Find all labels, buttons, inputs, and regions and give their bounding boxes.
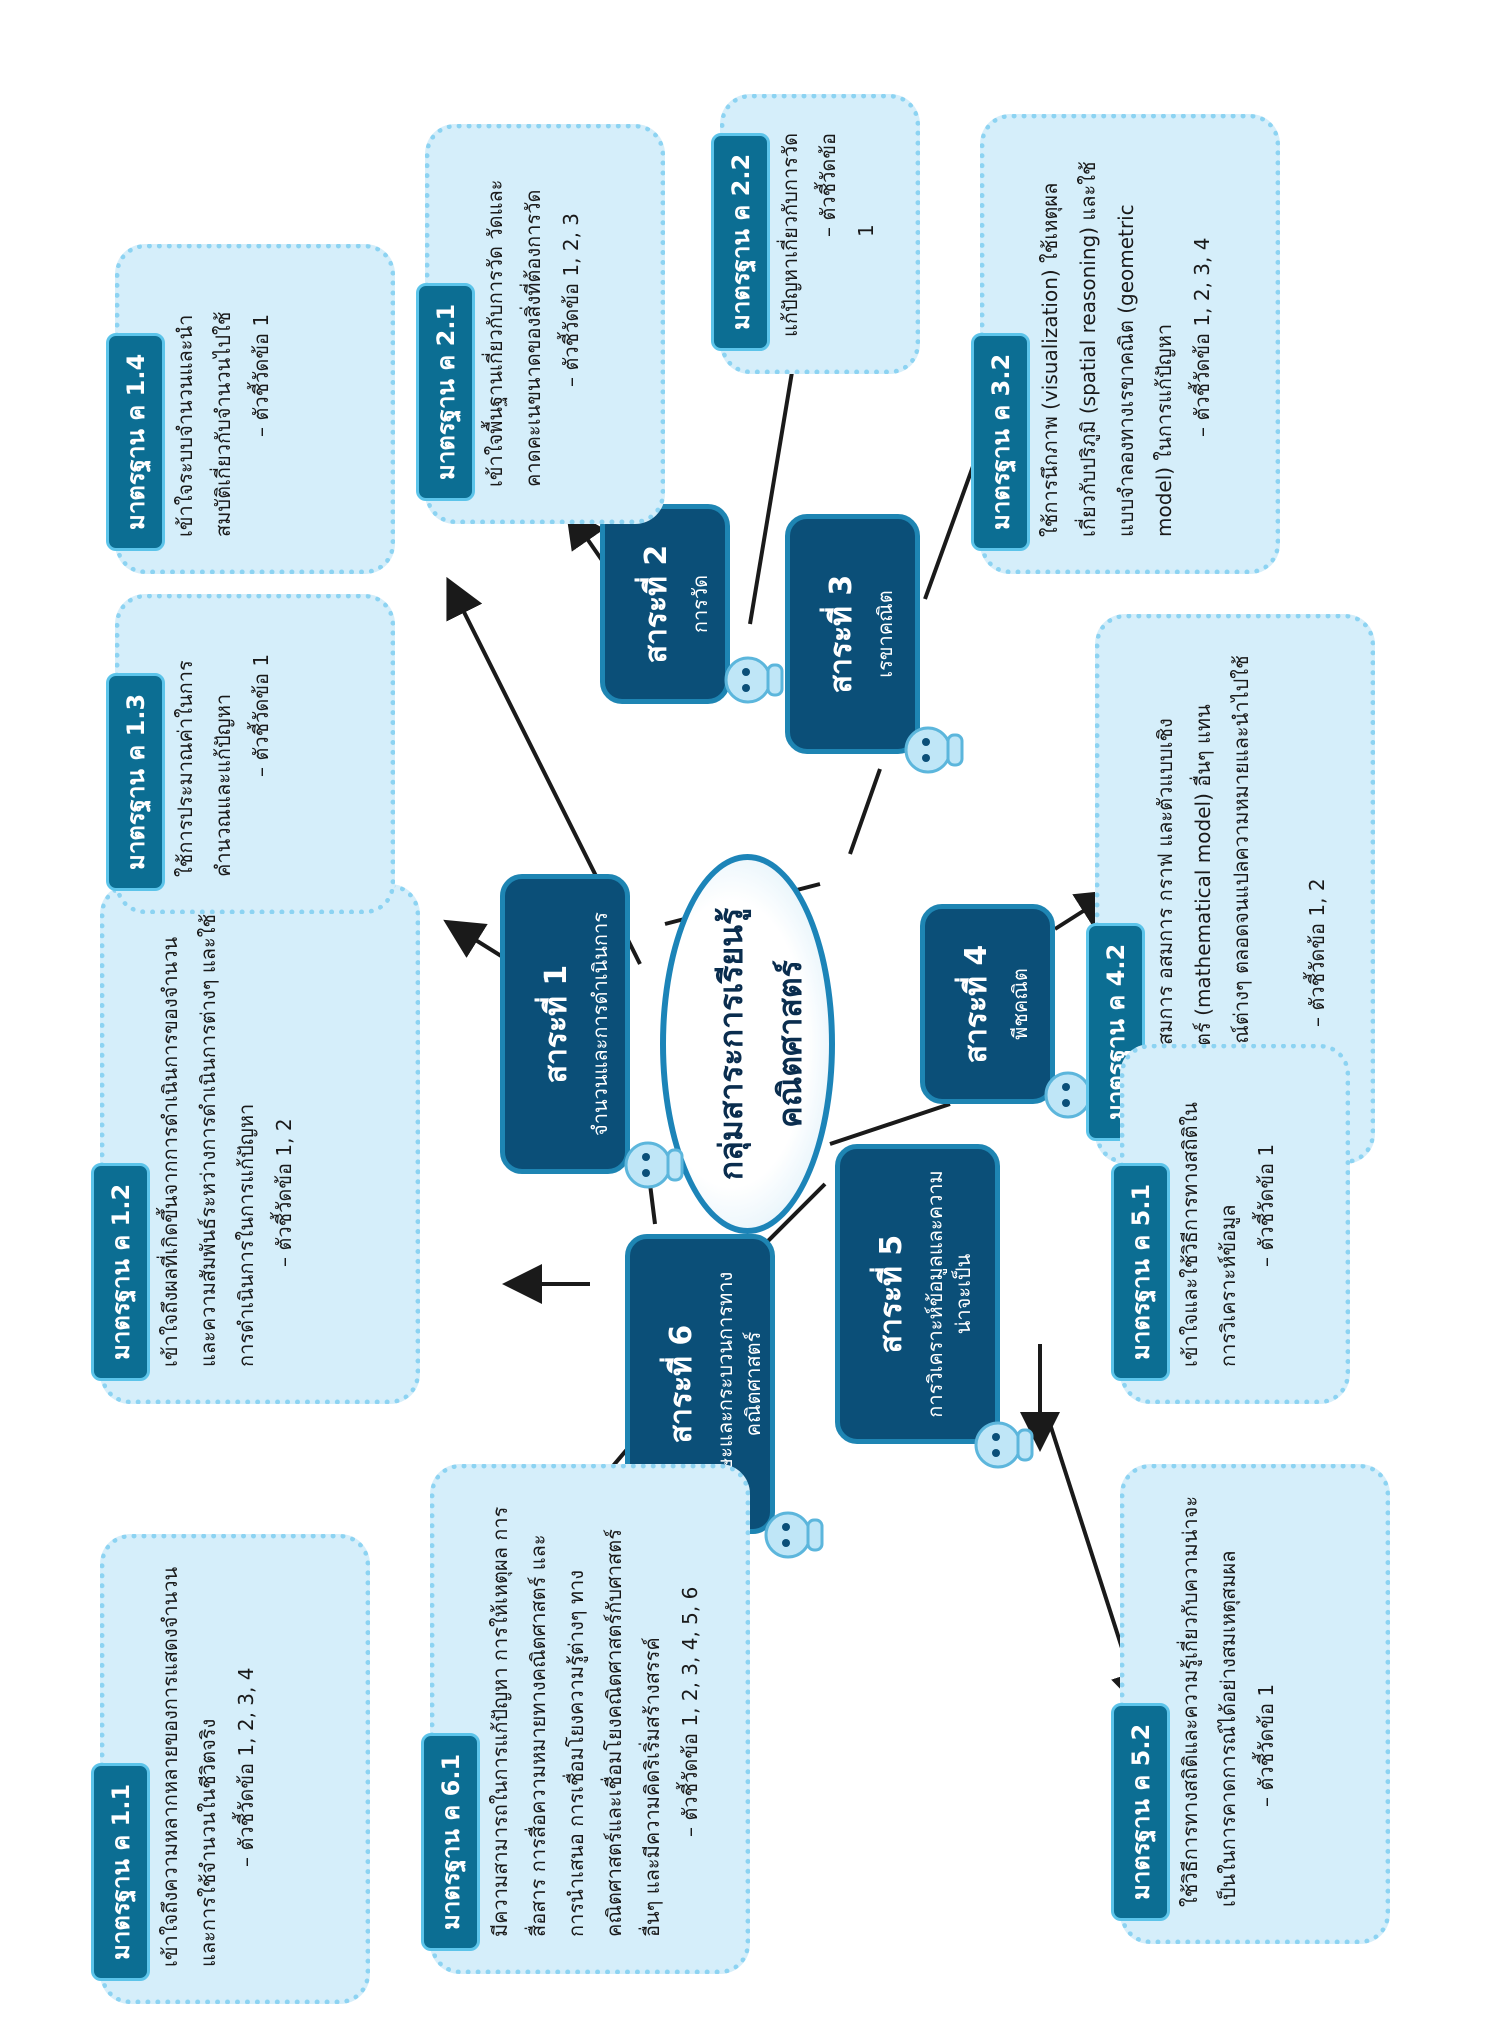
standard-box-2-1: มาตรฐาน ค 2.1 เข้าใจพื้นฐานเกี่ยวกับการว… bbox=[416, 124, 665, 524]
standard-tag: มาตรฐาน ค 1.4 bbox=[106, 332, 165, 551]
central-topic: กลุ่มสาระการเรียนรู้ คณิตศาสตร์ bbox=[660, 854, 835, 1234]
standard-tag: มาตรฐาน ค 1.2 bbox=[91, 1162, 150, 1381]
strand-1: สาระที่ 1 จำนวนและการดำเนินการ bbox=[500, 874, 630, 1174]
strand-5: สาระที่ 5 การวิเคราะห์ข้อมูลและความน่าจะ… bbox=[835, 1144, 1000, 1444]
standard-box-6-1: มาตรฐาน ค 6.1 มีความสามารถในการแก้ปัญหา … bbox=[421, 1464, 750, 1974]
standard-indicator: – ตัวชี้วัดข้อ 1 bbox=[816, 132, 878, 237]
standard-indicator: – ตัวชี้วัดข้อ 1, 2 bbox=[272, 1118, 296, 1267]
standard-box-1-4: มาตรฐาน ค 1.4 เข้าใจระบบจำนวนและนำสมบัติ… bbox=[106, 244, 395, 574]
standard-text: แก้ปัญหาเกี่ยวกับการวัด bbox=[778, 132, 802, 337]
standard-box-1-3: มาตรฐาน ค 1.3 ใช้การประมาณค่าในการคำนวณแ… bbox=[106, 594, 395, 914]
strand-1-name: จำนวนและการดำเนินการ bbox=[588, 912, 612, 1136]
standard-box-2-2: มาตรฐาน ค 2.2 แก้ปัญหาเกี่ยวกับการวัด – … bbox=[711, 94, 920, 374]
standard-box-1-2: มาตรฐาน ค 1.2 เข้าใจถึงผลที่เกิดขึ้นจากก… bbox=[91, 884, 420, 1404]
mascot-icon bbox=[974, 1421, 1034, 1469]
standard-text: ใช้วิธีการทางสถิติและความรู้เกี่ยวกับควา… bbox=[1178, 1495, 1240, 1907]
strand-1-title: สาระที่ 1 bbox=[539, 964, 574, 1084]
standard-tag: มาตรฐาน ค 1.3 bbox=[106, 672, 165, 891]
strand-3-title: สาระที่ 3 bbox=[824, 574, 859, 694]
standard-tag: มาตรฐาน ค 2.1 bbox=[416, 282, 475, 501]
standard-tag: มาตรฐาน ค 5.2 bbox=[1111, 1702, 1170, 1921]
mascot-icon bbox=[904, 726, 964, 774]
standard-box-1-1: มาตรฐาน ค 1.1 เข้าใจถึงความหลากหลายของกา… bbox=[91, 1534, 370, 2004]
standard-text: เข้าใจและใช้วิธีการทางสถิติในการวิเคราะห… bbox=[1178, 1102, 1240, 1367]
standard-tag: มาตรฐาน ค 1.1 bbox=[91, 1762, 150, 1981]
mascot-icon bbox=[624, 1141, 684, 1189]
standard-tag: มาตรฐาน ค 2.2 bbox=[711, 132, 770, 351]
standard-indicator: – ตัวชี้วัดข้อ 1 bbox=[1254, 1143, 1278, 1267]
strand-5-name: การวิเคราะห์ข้อมูลและความน่าจะเป็น bbox=[923, 1170, 975, 1418]
strand-4-title: สาระที่ 4 bbox=[959, 944, 994, 1064]
arrow-to-std-2-2 bbox=[748, 316, 815, 625]
standard-indicator: – ตัวชี้วัดข้อ 1, 2, 3, 4 bbox=[1190, 237, 1214, 437]
standard-indicator: – ตัวชี้วัดข้อ 1, 2, 3, 4 bbox=[234, 1667, 258, 1867]
strand-2: สาระที่ 2 การวัด bbox=[600, 504, 730, 704]
strand-2-title: สาระที่ 2 bbox=[639, 544, 674, 664]
standard-text: เข้าใจถึงความหลากหลายของการแสดงจำนวนและก… bbox=[158, 1566, 220, 1967]
standard-box-5-1: มาตรฐาน ค 5.1 เข้าใจและใช้วิธีการทางสถิต… bbox=[1111, 1044, 1350, 1404]
connector-center-strand1 bbox=[648, 1183, 657, 1225]
connector-center-strand4 bbox=[848, 768, 882, 855]
standard-tag: มาตรฐาน ค 6.1 bbox=[421, 1732, 480, 1951]
standard-indicator: – ตัวชี้วัดข้อ 1 bbox=[1254, 1683, 1278, 1807]
standard-tag: มาตรฐาน ค 3.2 bbox=[971, 332, 1030, 551]
mascot-icon bbox=[764, 1511, 824, 1559]
standard-text: ใช้การนึกภาพ (visualization) ใช้เหตุผลเก… bbox=[1038, 161, 1176, 537]
strand-3-name: เรขาคณิต bbox=[873, 590, 897, 678]
central-topic-line2: คณิตศาสตร์ bbox=[771, 960, 809, 1128]
standard-indicator: – ตัวชี้วัดข้อ 1, 2, 3, 4, 5, 6 bbox=[678, 1586, 702, 1837]
standard-box-3-2: มาตรฐาน ค 3.2 ใช้การนึกภาพ (visualizatio… bbox=[971, 114, 1280, 574]
standard-text: ใช้การประมาณค่าในการคำนวณและแก้ปัญหา bbox=[173, 660, 235, 877]
strand-4: สาระที่ 4 พีชคณิต bbox=[920, 904, 1055, 1104]
standard-indicator: – ตัวชี้วัดข้อ 1 bbox=[249, 313, 273, 437]
standard-text: เข้าใจระบบจำนวนและนำสมบัติเกี่ยวกับจำนวน… bbox=[173, 311, 235, 537]
strand-4-name: พีชคณิต bbox=[1008, 968, 1032, 1040]
standard-indicator: – ตัวชี้วัดข้อ 1, 2, 3 bbox=[559, 212, 583, 387]
standard-box-5-2: มาตรฐาน ค 5.2 ใช้วิธีการทางสถิติและความร… bbox=[1111, 1464, 1390, 1944]
standard-indicator: – ตัวชี้วัดข้อ 1 bbox=[249, 653, 273, 777]
standard-text: เข้าใจพื้นฐานเกี่ยวกับการวัด วัดและคาดคะ… bbox=[483, 179, 545, 487]
mascot-icon bbox=[724, 656, 784, 704]
strand-5-title: สาระที่ 5 bbox=[874, 1234, 909, 1354]
standard-text: มีความสามารถในการแก้ปัญหา การให้เหตุผล ก… bbox=[488, 1506, 664, 1937]
central-topic-line1: กลุ่มสาระการเรียนรู้ bbox=[712, 907, 750, 1181]
strand-2-name: การวัด bbox=[688, 574, 712, 634]
connector-center-strand5 bbox=[829, 1102, 951, 1146]
standard-tag: มาตรฐาน ค 5.1 bbox=[1111, 1162, 1170, 1381]
standard-text: เข้าใจถึงผลที่เกิดขึ้นจากการดำเนินการของ… bbox=[158, 913, 258, 1367]
